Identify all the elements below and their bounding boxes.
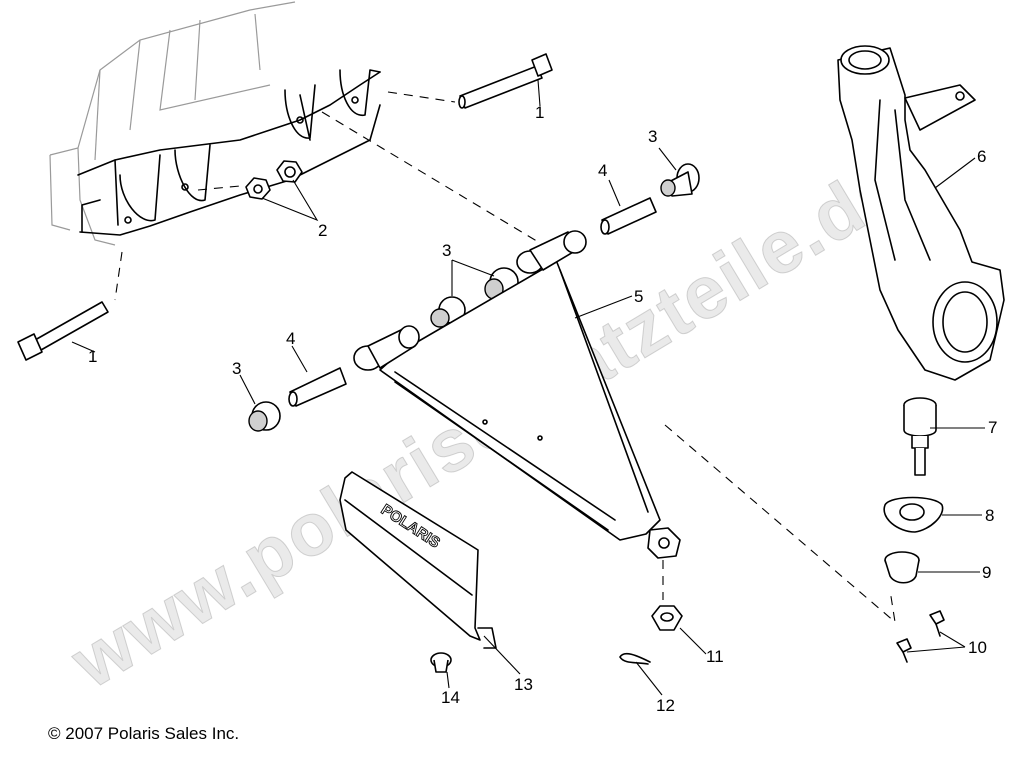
castle-nut: [651, 605, 683, 631]
frame-section: [49, 1, 381, 246]
callout-13: 13: [514, 675, 533, 694]
callout-3-lower: 3: [232, 359, 241, 378]
bolt-lower: [17, 301, 109, 361]
callout-9: 9: [982, 563, 991, 582]
callout-1-upper: 1: [535, 103, 544, 122]
callout-4-top: 4: [598, 161, 607, 180]
callout-3-top: 3: [648, 127, 657, 146]
callout-6: 6: [977, 147, 986, 166]
callout-8: 8: [985, 506, 994, 525]
sleeve-lower: [288, 367, 347, 407]
callout-3-mid: 3: [442, 241, 451, 260]
retainer-plate: [883, 496, 944, 533]
screw-pair: [896, 610, 945, 663]
guard-screw: [430, 652, 452, 673]
skid-guard: POLARIS: [339, 471, 497, 649]
cotter-pin: [619, 652, 651, 665]
callout-2: 2: [318, 221, 327, 240]
sleeve-top: [600, 197, 657, 235]
callout-5: 5: [634, 287, 643, 306]
spindle: [837, 45, 1005, 381]
dust-cap: [884, 551, 920, 584]
callout-14: 14: [441, 688, 460, 707]
callout-10: 10: [968, 638, 987, 657]
a-arm: [353, 230, 681, 559]
callout-4-lower: 4: [286, 329, 295, 348]
bushing-top: [660, 163, 700, 197]
nut-pair: [245, 160, 303, 200]
ball-joint: [903, 397, 937, 476]
bushing-lower-left: [248, 401, 281, 432]
callout-11: 11: [706, 647, 724, 666]
callout-7: 7: [988, 418, 997, 437]
callout-12: 12: [656, 696, 675, 715]
copyright-notice: © 2007 Polaris Sales Inc.: [48, 724, 240, 743]
bolt-upper: [458, 53, 553, 109]
callout-1-lower: 1: [88, 347, 97, 366]
